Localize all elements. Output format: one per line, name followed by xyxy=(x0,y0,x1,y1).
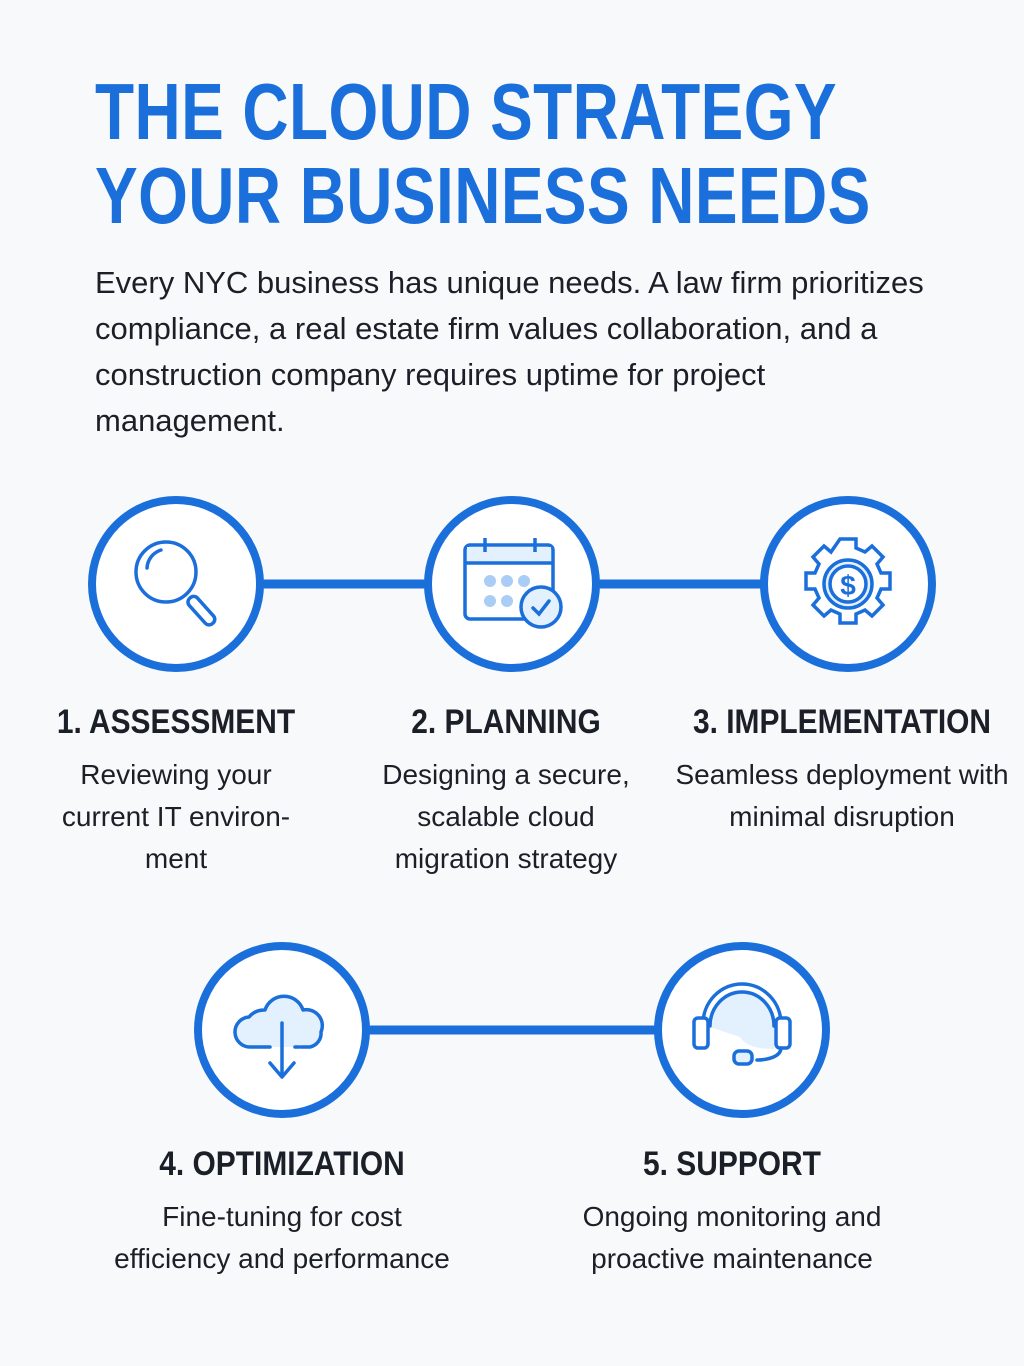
step-title: 3. IMPLEMENTATION xyxy=(692,703,992,741)
step-planning: 2. PLANNING Designing a secure, scalable… xyxy=(336,702,676,880)
step-support: 5. SUPPORT Ongoing monitoring and proact… xyxy=(542,1144,922,1280)
step-optimization: 4. OPTIMIZATION Fine-tuning for cost eff… xyxy=(92,1144,472,1280)
headline-line-1: THE CLOUD STRATEGY xyxy=(95,67,838,156)
svg-text:$: $ xyxy=(840,570,856,601)
intro-paragraph: Every NYC business has unique needs. A l… xyxy=(95,265,924,438)
step-description: Ongoing monitoring and proactive mainten… xyxy=(582,1201,882,1274)
step-implementation: 3. IMPLEMENTATION Seamless deployment wi… xyxy=(672,702,1012,838)
step-description: Reviewing your current IT environ-ment xyxy=(61,759,291,874)
calendar-check-icon xyxy=(463,538,563,629)
step-assessment: 1. ASSESSMENT Reviewing your current IT … xyxy=(6,702,346,880)
headline-line-2: YOUR BUSINESS NEEDS xyxy=(95,151,871,240)
headset-icon xyxy=(692,982,792,1066)
cloud-download-icon xyxy=(233,994,325,1079)
step-description: Fine-tuning for cost efficiency and perf… xyxy=(114,1201,450,1274)
step-title: 1. ASSESSMENT xyxy=(56,703,296,741)
step-description: Designing a secure, scalable cloud migra… xyxy=(382,759,630,874)
step-title: 2. PLANNING xyxy=(411,703,601,741)
gear-dollar-icon: $ xyxy=(804,537,892,625)
step-description: Seamless deployment with minimal disrupt… xyxy=(675,759,1009,832)
headline: THE CLOUD STRATEGY YOUR BUSINESS NEEDS xyxy=(95,70,871,238)
magnifying-glass-icon xyxy=(134,540,217,627)
step-title: 4. OPTIMIZATION xyxy=(159,1145,405,1183)
step-title: 5. SUPPORT xyxy=(643,1145,821,1183)
